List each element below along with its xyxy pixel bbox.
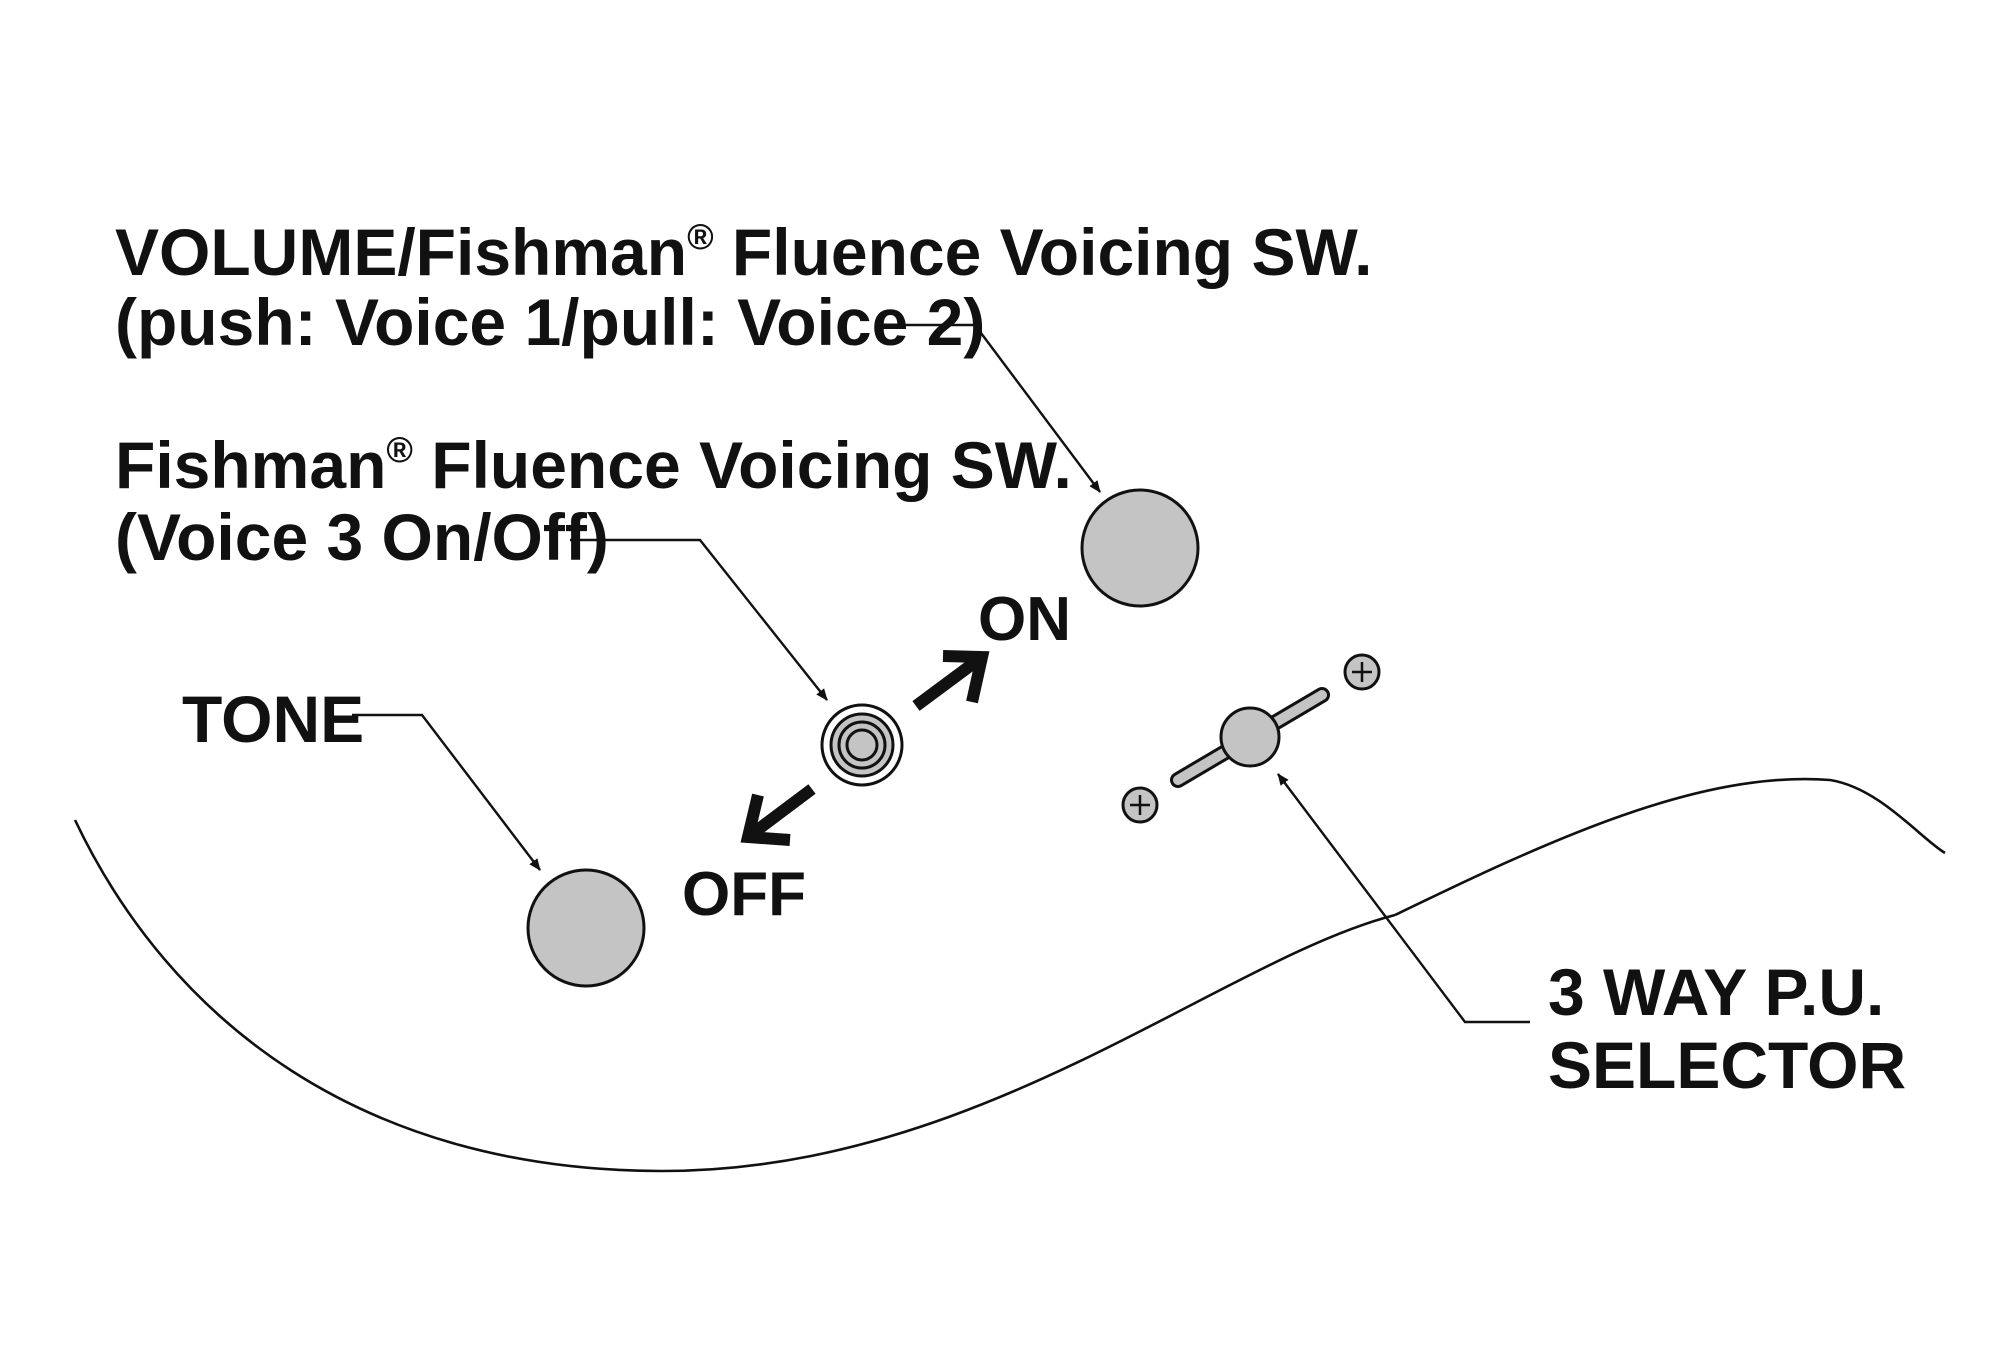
on-label: ON <box>978 585 1071 654</box>
tone-label: TONE <box>182 682 364 756</box>
voicing-label-line1: Fishman® Fluence Voicing SW. <box>115 428 1072 502</box>
selector-label-line2: SELECTOR <box>1548 1028 1906 1102</box>
voicing-label-line2: (Voice 3 On/Off) <box>115 500 609 574</box>
voicing-leader-line <box>570 538 828 701</box>
selector-leader-line <box>1277 773 1530 1024</box>
volume-label-line2: (push: Voice 1/pull: Voice 2) <box>115 285 985 359</box>
arrow-down-left-icon <box>740 784 816 846</box>
guitar-body-outline <box>73 819 1396 1173</box>
tone-knob-icon <box>526 868 646 988</box>
pickup-selector-icon <box>1170 687 1330 788</box>
off-label: OFF <box>682 860 806 929</box>
volume-knob-icon <box>1080 488 1200 608</box>
guitar-body-outline-upper <box>1394 777 1946 917</box>
screw-icon <box>1121 786 1159 824</box>
volume-label-line1: VOLUME/Fishman® Fluence Voicing SW. <box>115 215 1372 289</box>
volume-leader-line <box>882 323 1101 493</box>
tone-leader-line <box>352 713 541 871</box>
voicing-switch-icon <box>820 703 904 787</box>
screw-icon <box>1343 653 1381 691</box>
selector-label-line1: 3 WAY P.U. <box>1548 955 1884 1029</box>
arrow-up-right-icon <box>912 650 990 711</box>
